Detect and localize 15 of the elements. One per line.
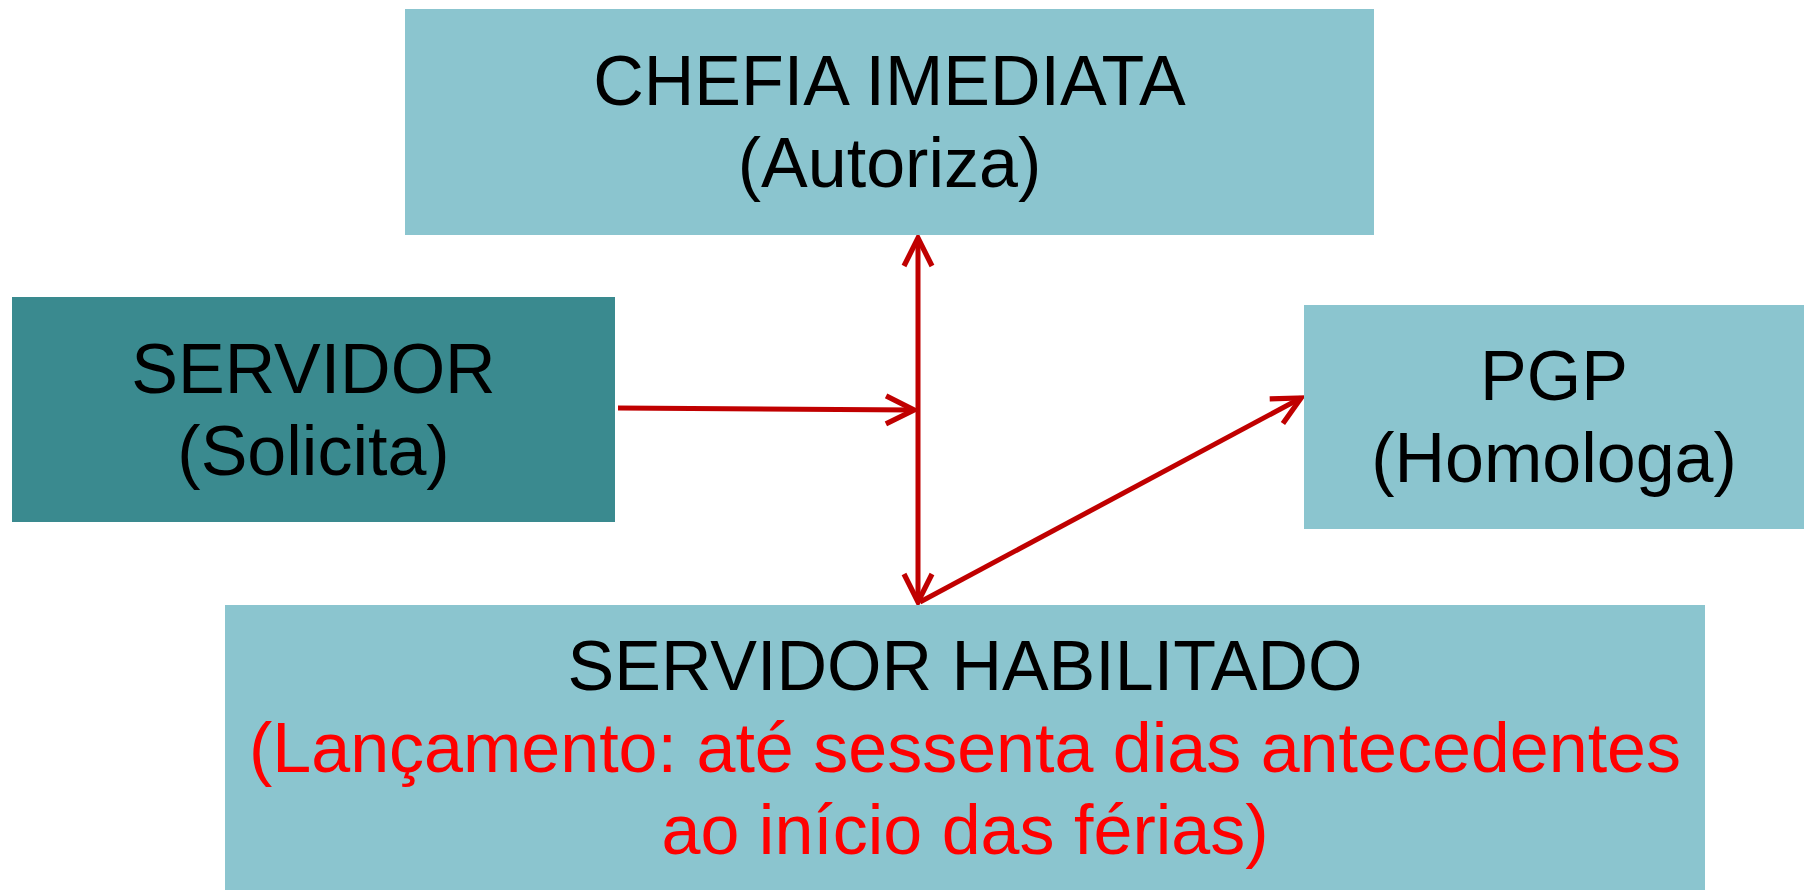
box-title: SERVIDOR HABILITADO [567, 625, 1363, 707]
box-title: CHEFIA IMEDIATA [593, 41, 1186, 122]
box-title: PGP [1480, 336, 1628, 417]
process-box [12, 297, 615, 522]
box-subtitle: (Lançamento: até sessenta dias antecedentes ao início das férias) [247, 707, 1683, 871]
box-subtitle: (Solicita) [177, 410, 450, 492]
process-box [225, 605, 1705, 890]
box-title: SERVIDOR [131, 328, 496, 410]
box-subtitle: (Homologa) [1371, 418, 1737, 499]
arrow [918, 395, 1304, 605]
box-subtitle: (Autoriza) [737, 123, 1042, 204]
arrow [618, 393, 917, 427]
arrow [901, 235, 935, 605]
process-box [405, 9, 1374, 235]
process-box [1304, 305, 1804, 529]
